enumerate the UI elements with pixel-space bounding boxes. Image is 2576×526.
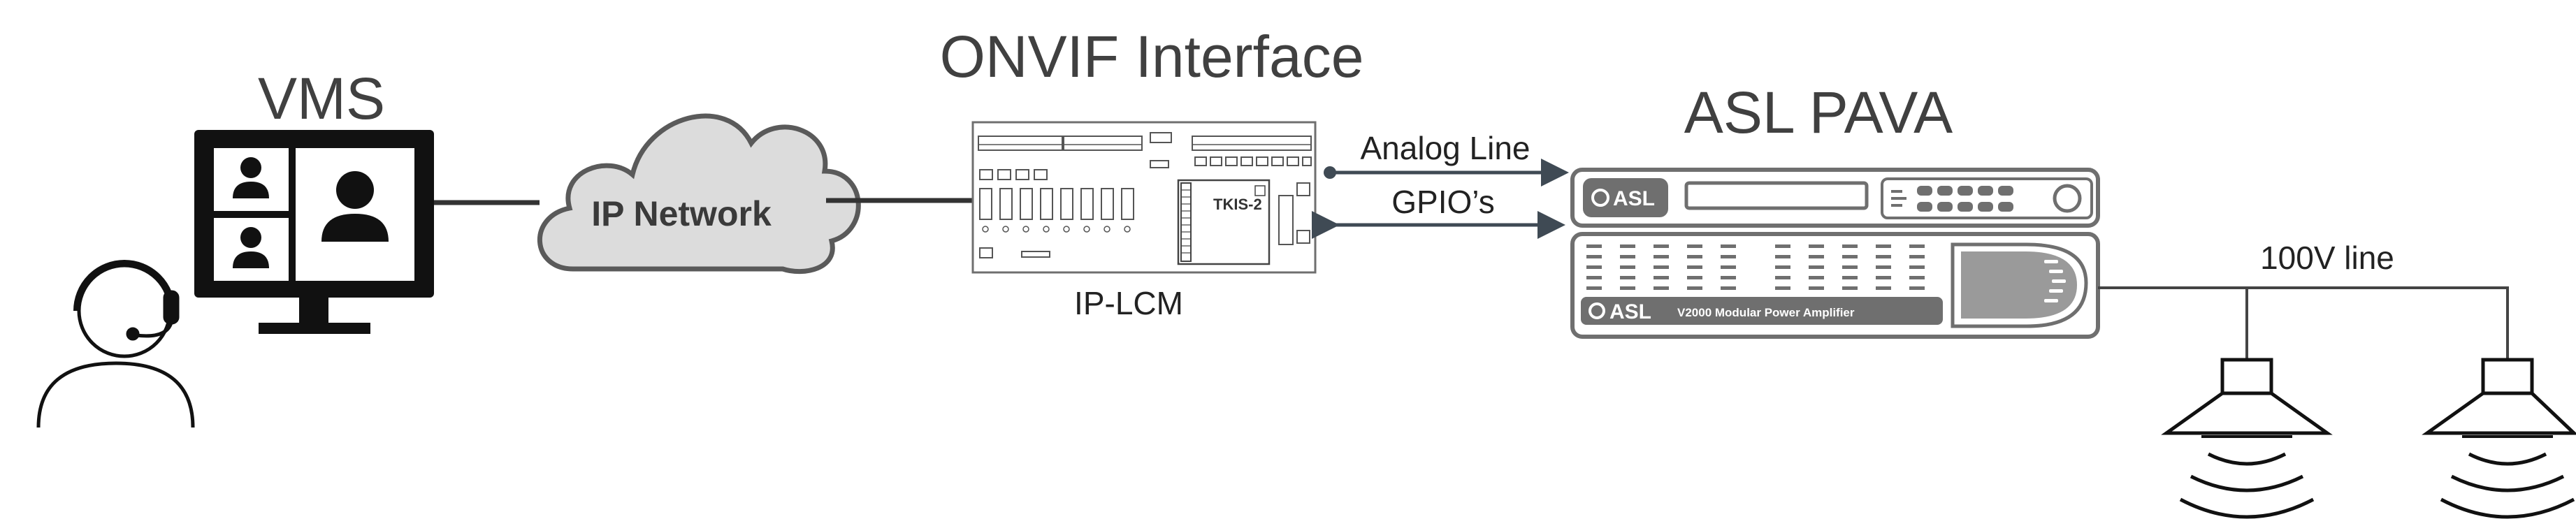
vms-title: VMS — [258, 66, 385, 131]
amp-model-label: V2000 Modular Power Amplifier — [1677, 306, 1855, 319]
asl-amplifier-unit: ASL V2000 Modular Power Amplifier — [1570, 232, 2100, 339]
ip-lcm-device: TKIS-2 — [971, 121, 1317, 274]
asl-pava-controller-unit: ASL — [1570, 168, 2100, 228]
onvif-interface-title: ONVIF Interface — [940, 24, 1364, 89]
analog-line-label: Analog Line — [1361, 130, 1531, 166]
speaker-left-icon — [2161, 358, 2333, 519]
ip-lcm-label: IP-LCM — [1074, 285, 1183, 321]
operator-headset-icon — [36, 260, 195, 428]
gpios-label: GPIO’s — [1391, 184, 1494, 220]
ip-network-cloud-icon — [537, 113, 861, 275]
asl-pava-title: ASL PAVA — [1684, 80, 1953, 145]
asl-logo-amp: ASL — [1609, 300, 1651, 323]
line-100v-wiring — [2098, 286, 2509, 360]
participant-user-icon — [233, 157, 389, 268]
speaker-right-icon — [2422, 358, 2576, 519]
ip-network-label: IP Network — [591, 194, 772, 233]
asl-logo-top: ASL — [1613, 187, 1655, 210]
line-100v-label: 100V line — [2260, 240, 2394, 276]
vms-monitor-icon — [194, 130, 434, 334]
tkis-model-label: TKIS-2 — [1213, 196, 1262, 213]
